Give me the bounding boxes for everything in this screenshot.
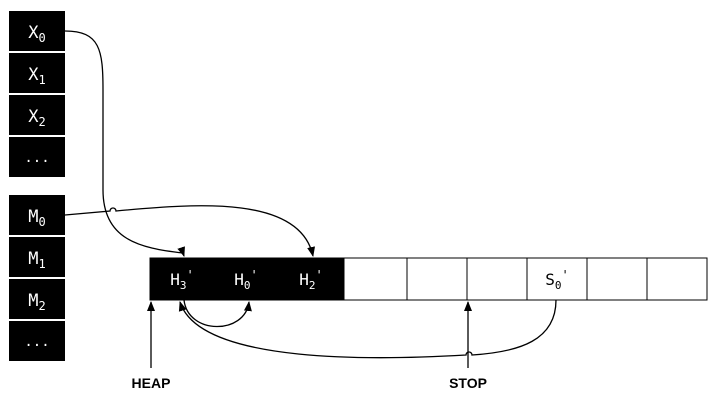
x-register-ellipsis: ...: [9, 137, 65, 177]
m-register-1-base: M: [28, 249, 38, 269]
m-register-1-sub: 1: [39, 257, 46, 271]
heap-strip: H3' H0' H2' S0': [149, 257, 708, 301]
svg-text:X2: X2: [28, 107, 45, 129]
m-register-2-base: M: [28, 291, 38, 311]
heap-cell-1-prime: ': [251, 268, 258, 282]
m0-to-heap-cell-2-arrow: [64, 205, 315, 257]
x-register-column: X0 X1 X2 ...: [9, 11, 65, 177]
heap-cell-2-prime: ': [316, 268, 323, 282]
heap-cell-2-sub: 2: [309, 279, 316, 292]
svg-text:M0: M0: [28, 207, 45, 229]
x-register-2: X2: [9, 95, 65, 135]
x-register-1: X1: [9, 53, 65, 93]
heap-cell-6: S0': [526, 257, 588, 301]
m-register-0-base: M: [28, 207, 38, 227]
svg-text:H2': H2': [299, 268, 323, 292]
m-register-ellipsis: ...: [9, 321, 65, 361]
x-register-2-base: X: [28, 107, 39, 127]
stop-pointer-label: STOP: [449, 375, 487, 391]
heap-cell-1-sub: 0: [244, 279, 251, 292]
heap-cell-4: [406, 257, 468, 301]
heap-cell-7: [586, 257, 648, 301]
x-register-0: X0: [9, 11, 65, 51]
svg-text:M1: M1: [28, 249, 45, 271]
m-register-1: M1: [9, 237, 65, 277]
svg-text:H0': H0': [234, 268, 258, 292]
m-register-ellipsis-text: ...: [24, 334, 49, 350]
svg-text:M2: M2: [28, 291, 45, 313]
heap-cell-0-to-heap-cell-1-arrow: [183, 299, 252, 328]
heap-cell-0-base: H: [170, 270, 180, 289]
m-register-2-sub: 2: [39, 299, 46, 313]
svg-text:S0': S0': [545, 268, 569, 292]
svg-text:X0: X0: [28, 23, 45, 45]
heap-cell-1-base: H: [234, 270, 244, 289]
x-register-1-base: X: [28, 65, 39, 85]
svg-text:X1: X1: [28, 65, 45, 87]
heap-cell-6-prime: ': [562, 268, 569, 282]
m-register-2: M2: [9, 279, 65, 319]
x-register-0-sub: 0: [39, 31, 46, 45]
x-register-0-base: X: [28, 23, 39, 43]
connections: [64, 30, 557, 368]
m-register-0: M0: [9, 195, 65, 235]
heap-cell-5: [466, 257, 528, 301]
x-register-2-sub: 2: [39, 115, 46, 129]
heap-pointer-label: HEAP: [132, 375, 171, 391]
x-register-1-sub: 1: [39, 73, 46, 87]
svg-text:H3': H3': [170, 268, 194, 292]
heap-cell-0-prime: ': [187, 268, 194, 282]
heap-cell-3: [343, 257, 408, 301]
heap-cell-1: H0': [213, 257, 279, 301]
stop-cell-to-heap-cell-0-arrow: [178, 299, 557, 359]
m-register-column: M0 M1 M2 ...: [9, 195, 65, 361]
x0-to-heap-cell-0-arrow: [64, 30, 185, 257]
heap-cell-2-base: H: [299, 270, 309, 289]
heap-cell-0-sub: 3: [180, 279, 187, 292]
m-register-0-sub: 0: [39, 215, 46, 229]
heap-cell-8: [646, 257, 708, 301]
heap-cell-2: H2': [277, 257, 345, 301]
heap-cell-0: H3': [149, 257, 215, 301]
x-register-ellipsis-text: ...: [24, 150, 49, 166]
heap-cell-6-sub: 0: [555, 279, 562, 292]
heap-cell-6-base: S: [545, 270, 555, 289]
